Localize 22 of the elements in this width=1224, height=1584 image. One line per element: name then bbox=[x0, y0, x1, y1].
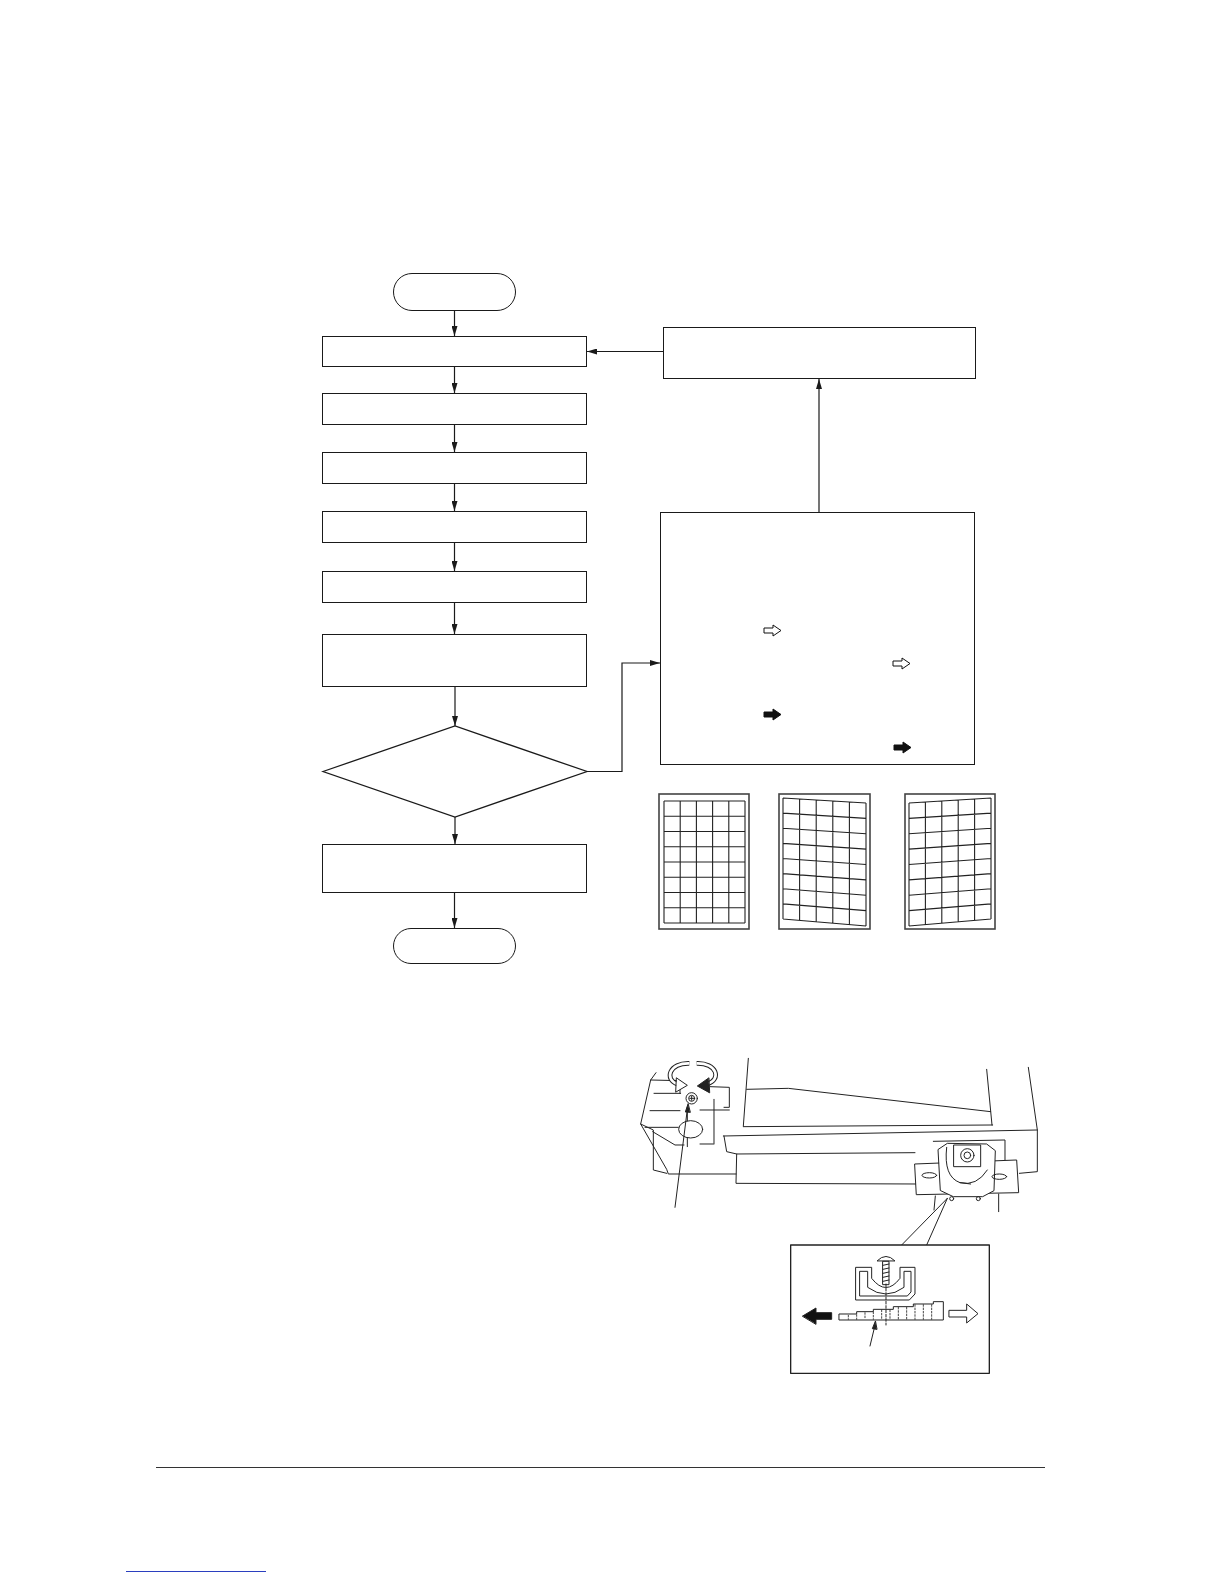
process-box bbox=[322, 634, 587, 687]
arrow bbox=[451, 602, 458, 635]
arrow bbox=[451, 483, 458, 512]
process-box bbox=[322, 571, 587, 603]
process-box bbox=[663, 327, 976, 379]
process-box bbox=[322, 452, 587, 484]
process-box bbox=[322, 336, 587, 367]
arrow bbox=[451, 542, 458, 572]
decision-diamond bbox=[323, 726, 587, 817]
arrow bbox=[451, 366, 458, 394]
process-box bbox=[322, 511, 587, 543]
process-box bbox=[660, 512, 975, 765]
arrow bbox=[452, 686, 458, 727]
process-box bbox=[322, 844, 587, 893]
arrow bbox=[451, 424, 458, 453]
arrow bbox=[451, 892, 458, 929]
arrow bbox=[452, 816, 458, 845]
process-box bbox=[322, 393, 587, 425]
arrow bbox=[586, 660, 661, 773]
arrow bbox=[816, 378, 822, 513]
arrow bbox=[451, 310, 458, 337]
arrow bbox=[586, 348, 664, 355]
